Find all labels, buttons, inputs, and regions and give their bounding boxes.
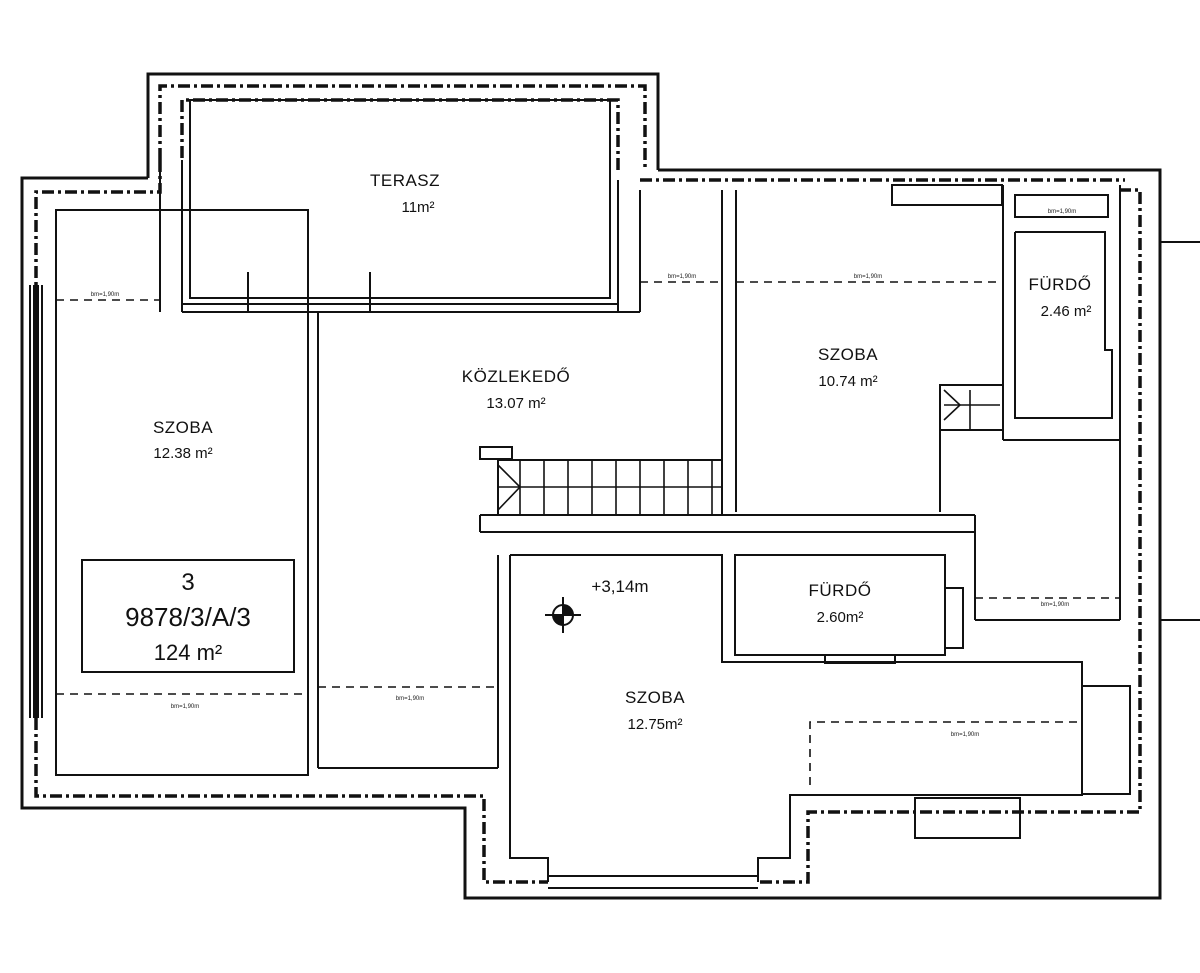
room-area: 10.74 m² (818, 373, 877, 390)
outer-walls (20, 72, 1162, 900)
room-area: 13.07 m² (486, 395, 545, 412)
left-window (29, 285, 43, 718)
room-szoba-bottom: SZOBA 12.75m² (625, 688, 685, 733)
room-area: 12.38 m² (153, 445, 212, 462)
room-name: KÖZLEKEDŐ (462, 367, 570, 386)
room-terasz: TERASZ 11m² (370, 171, 440, 216)
elevation-marker: +3,14m (545, 577, 649, 633)
unit-area: 124 m² (154, 640, 222, 665)
unit-box: 3 9878/3/A/3 124 m² (81, 559, 295, 673)
room-name: FÜRDŐ (809, 581, 872, 600)
height-note: bm=1,90m (1048, 209, 1077, 215)
room-name: SZOBA (818, 345, 878, 364)
room-name: TERASZ (370, 171, 440, 190)
height-lines (56, 216, 1120, 785)
elevation-label: +3,14m (591, 577, 648, 596)
room-furdo-center: FÜRDŐ 2.60m² (809, 581, 872, 626)
room-area: 11m² (401, 199, 434, 216)
room-name: SZOBA (153, 418, 213, 437)
height-note: bm=1,90m (91, 292, 120, 298)
stair-treads (497, 389, 1000, 515)
room-szoba-left: SZOBA 12.38 m² (153, 418, 213, 462)
height-notes: bm=1,90m bm=1,90m bm=1,90m bm=1,90m bm=1… (91, 209, 1077, 738)
height-note: bm=1,90m (951, 732, 980, 738)
room-name: SZOBA (625, 688, 685, 707)
height-note: bm=1,90m (396, 696, 425, 702)
height-note: bm=1,90m (1041, 602, 1070, 608)
unit-number: 3 (181, 569, 194, 596)
height-note: bm=1,90m (854, 274, 883, 280)
room-furdo-right: FÜRDŐ 2.46 m² (1029, 275, 1092, 320)
neighbour-stubs (1160, 241, 1200, 621)
room-name: FÜRDŐ (1029, 275, 1092, 294)
height-note: bm=1,90m (668, 274, 697, 280)
room-szoba-right: SZOBA 10.74 m² (818, 345, 878, 390)
room-area: 12.75m² (627, 716, 682, 733)
room-area: 2.46 m² (1041, 303, 1092, 320)
height-note: bm=1,90m (171, 704, 200, 710)
unit-parcel: 9878/3/A/3 (125, 602, 251, 632)
room-kozlekedo: KÖZLEKEDŐ 13.07 m² (462, 367, 570, 412)
room-area: 2.60m² (817, 609, 864, 626)
interior-walls (55, 99, 1131, 889)
